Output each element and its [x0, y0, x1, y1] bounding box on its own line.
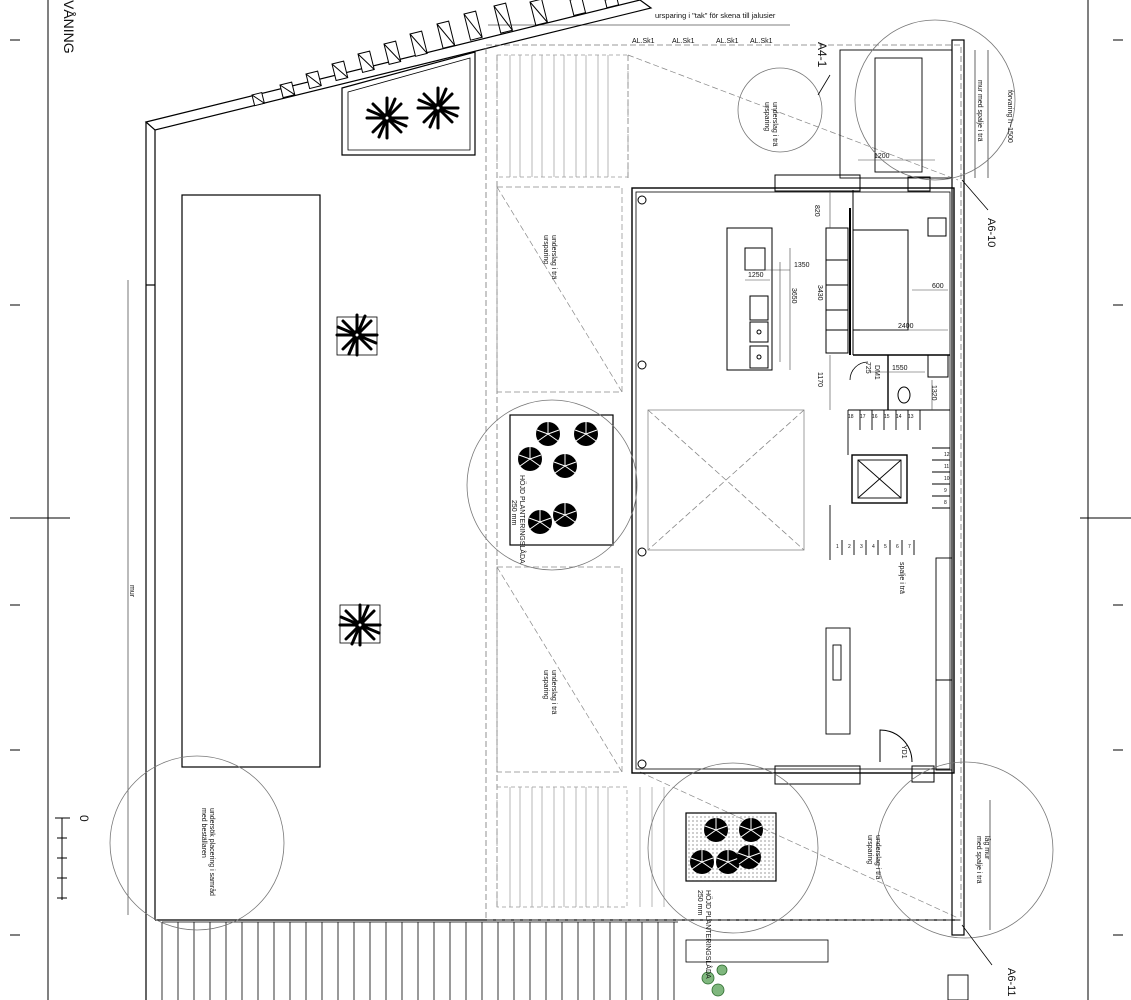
dim-820: 820 [813, 205, 820, 217]
soffit-note-low-a: underslag i trä [550, 670, 557, 714]
scale-zero-label: 0 [77, 815, 91, 822]
planter-mid-height-value: 250 mm [510, 500, 517, 525]
planter-middle [509, 414, 614, 546]
planter-low-height: HÖJD PLANTERINGSLÅDA [704, 890, 713, 979]
shrub [701, 964, 728, 997]
soffit-note-right-a: underslag i trä [874, 835, 881, 879]
recess-note: ursparing i "tak" för skena till jalusie… [655, 11, 776, 20]
shower-note-2: med beställaren [200, 808, 207, 858]
dim-3650: 3650 [790, 288, 797, 304]
column-markers [637, 195, 647, 769]
window-tag-1: AL.Sk1 [632, 38, 655, 45]
stair-number: 5 [884, 544, 887, 550]
deck-slats-bottom [496, 786, 665, 908]
stair-number: 4 [872, 544, 875, 550]
door-tag-dm1: DM1 [873, 365, 880, 380]
dim-1350: 1350 [794, 262, 810, 269]
pergola-slats [161, 921, 678, 1000]
stair-number: 6 [896, 544, 899, 550]
stair-number: 13 [908, 414, 914, 420]
stair-number: 14 [896, 414, 902, 420]
dim-1550: 1550 [892, 365, 908, 372]
living-furniture [825, 557, 953, 771]
trellis-note: spalje i trä [898, 562, 905, 594]
soffit-note-right-b: ursparing [866, 835, 873, 864]
stair-number: 3 [860, 544, 863, 550]
stair-number: 9 [944, 488, 947, 494]
right-wall [839, 39, 991, 1000]
planter-bottom [685, 812, 777, 882]
detail-circles [109, 19, 1054, 939]
entrance-top [774, 174, 931, 192]
stair-number: 2 [848, 544, 851, 550]
stair-number: 7 [908, 544, 911, 550]
entrance-bottom [774, 765, 935, 785]
skylight [647, 409, 805, 551]
stair-number: 1 [836, 544, 839, 550]
bathroom [849, 354, 950, 410]
soffit-note-top-a: underslag i trä [771, 102, 778, 146]
dim-725: 725 [864, 362, 871, 374]
shower-note: undersök placering i samråd [208, 808, 216, 896]
kitchen [726, 190, 947, 371]
stair-number: 11 [944, 464, 949, 470]
annotations: ursparing i "tak" för skena till jalusie… [200, 11, 1017, 997]
palm-tree-lower [338, 603, 382, 647]
soffit-note-mid-a: underslag i trä [550, 235, 557, 279]
ref-a6-11: A6-11 [1005, 968, 1017, 997]
deck-slats-top [496, 54, 629, 178]
wall-label: mur [128, 585, 135, 598]
dim-1320: 1320 [930, 385, 937, 401]
soffit-note-low-b: ursparing [542, 670, 549, 699]
soffit-note-top-b: ursparing [763, 102, 770, 131]
window-tag-2: AL.Sk1 [672, 38, 695, 45]
palm-tree-upper [335, 313, 379, 357]
low-wall-note-2: med spalje i trä [975, 836, 982, 884]
glass-house-walls [631, 187, 955, 774]
bench [685, 939, 829, 963]
soffit-panels [496, 54, 959, 919]
dim-1250: 1250 [748, 272, 764, 279]
window-tag-3: AL.Sk1 [716, 38, 739, 45]
stair-number: 10 [944, 476, 950, 482]
scale-bar [55, 817, 70, 900]
window-tag-4: AL.Sk1 [750, 38, 773, 45]
stair-number: 16 [872, 414, 878, 420]
planter-top [341, 51, 476, 156]
dim-600: 600 [932, 283, 944, 290]
soffit-note-mid-b: ursparing [542, 235, 549, 264]
ref-a4-1: A4-1 [815, 42, 829, 68]
dim-3430: 3430 [816, 285, 823, 301]
wall-trellis-note: mur med spalje i trä [976, 80, 983, 142]
dim-1170: 1170 [816, 372, 823, 387]
storage-note: förvaring h~1500 [1006, 90, 1013, 143]
stair-number: 12 [944, 452, 950, 458]
door-tag-yd1: YD1 [900, 745, 907, 759]
callout-leaders [817, 74, 993, 966]
pool [181, 194, 321, 768]
parapet-openings [251, 0, 620, 107]
dimension-lines [745, 159, 948, 410]
staircase [829, 409, 950, 560]
stair-number: 15 [884, 414, 890, 420]
low-wall-note: låg mur [983, 836, 991, 860]
floor-title: VÅNING [61, 0, 77, 54]
planter-low-height-value: 250 mm [696, 890, 703, 915]
stair-numbers: 18 17 16 15 14 13 12 11 10 9 8 7 6 5 4 3… [836, 414, 950, 550]
ref-a6-10: A6-10 [985, 218, 997, 247]
planter-mid-height: HÖJD PLANTERINGSLÅDA [518, 475, 527, 564]
stair-number: 18 [848, 414, 854, 420]
stair-number: 8 [944, 500, 947, 506]
dim-1200: 1200 [874, 153, 890, 160]
dim-2400: 2400 [898, 323, 914, 330]
sheet-frame [10, 0, 1131, 1000]
stair-number: 17 [860, 414, 866, 420]
